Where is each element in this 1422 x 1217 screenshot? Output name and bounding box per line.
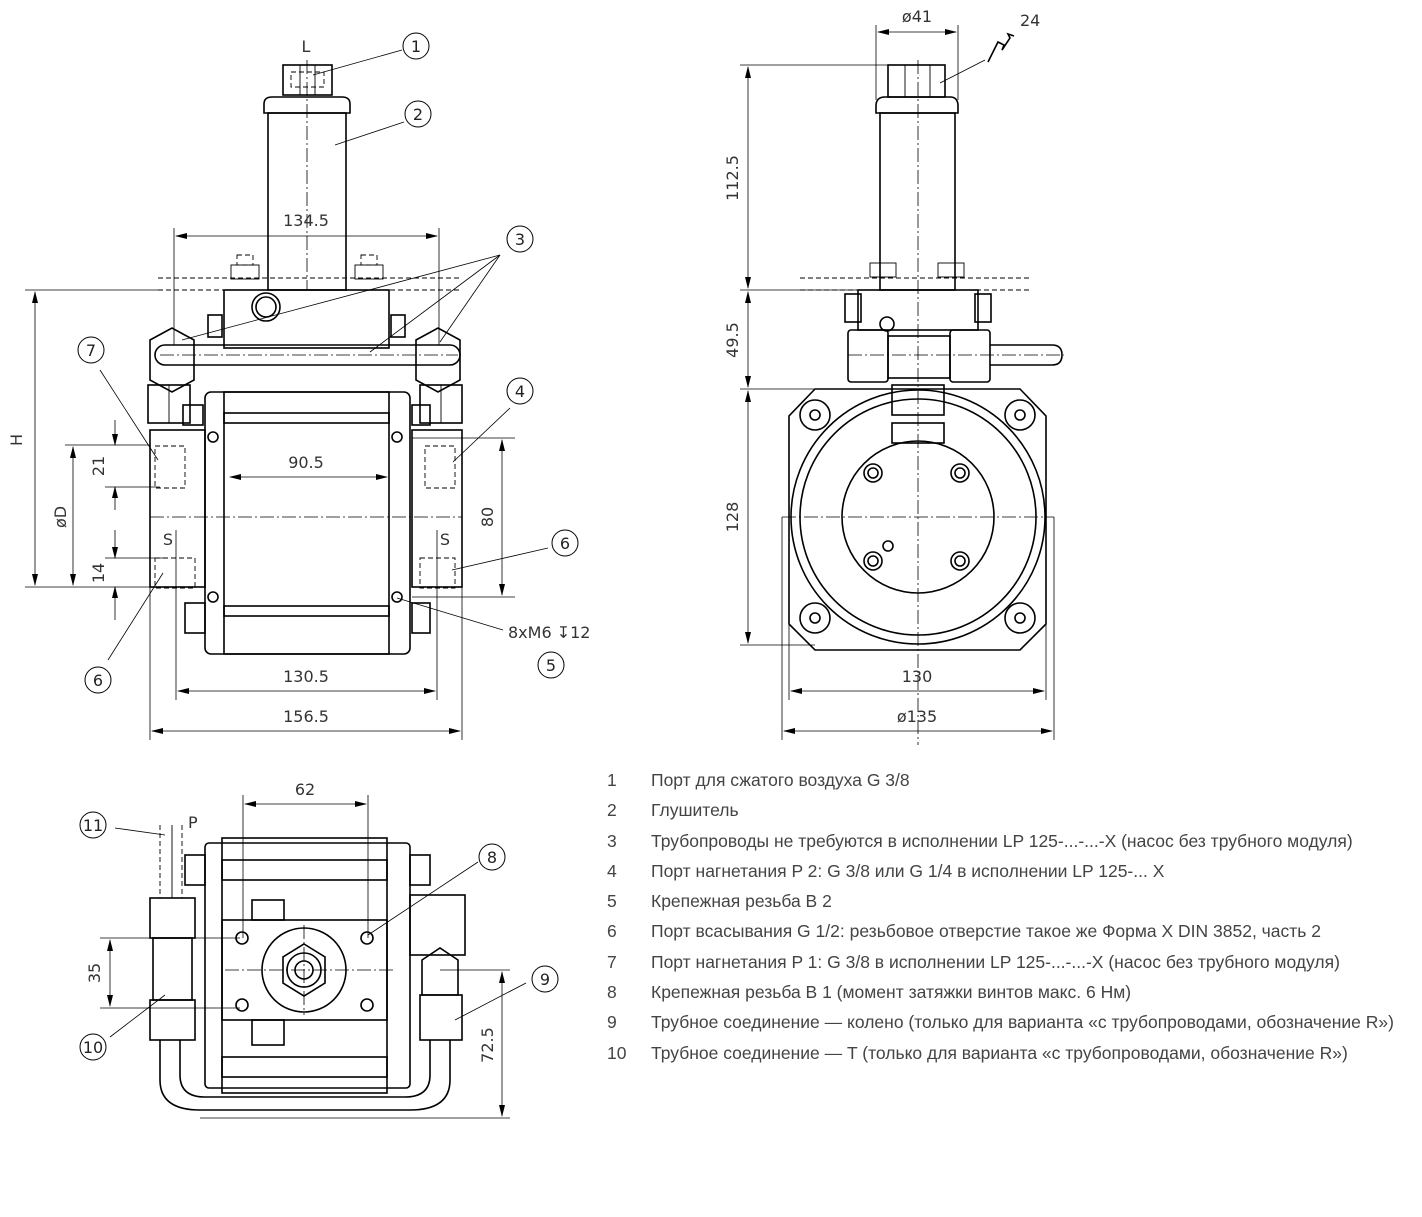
callout-bubble-6-right: 6 (551, 529, 579, 557)
side-view: ø41 24 112.5 49.5 128 130 ø135 (723, 7, 1064, 745)
callout-bubble-2: 2 (404, 100, 432, 128)
callout-bubble-1: 1 (402, 32, 430, 60)
dim-135: ø135 (897, 707, 937, 726)
front-view: 134.5 L H øD 21 14 90.5 80 S S 130.5 156… (7, 32, 590, 740)
dim-41: ø41 (902, 7, 932, 26)
svg-text:4: 4 (515, 382, 525, 401)
dim-130: 130 (902, 667, 933, 686)
legend-text: Порт нагнетания P 2: G 3/8 или G 1/4 в и… (651, 860, 1165, 881)
legend-text: Крепежная резьба B 2 (651, 891, 832, 912)
dim-128: 128 (723, 502, 742, 533)
legend-list: 1 Порт для сжатого воздуха G 3/8 2 Глушите… (607, 765, 1407, 1068)
svg-text:9: 9 (540, 970, 550, 989)
label-H: H (7, 434, 26, 446)
svg-text:8: 8 (487, 848, 497, 867)
dim-14: 14 (89, 563, 108, 583)
legend-text: Трубопроводы не требуются в исполнении L… (651, 830, 1353, 851)
svg-text:1: 1 (411, 37, 421, 56)
callout-bubble-5: 5 (537, 651, 565, 679)
callout-bubble-10: 10 (79, 1033, 107, 1061)
svg-text:3: 3 (515, 230, 525, 249)
dim-156-5: 156.5 (283, 707, 329, 726)
legend-number: 10 (607, 1042, 627, 1063)
legend-number: 1 (607, 770, 617, 790)
legend-text: Порт всасывания G 1/2: резьбовое отверст… (651, 921, 1321, 942)
dim-112-5: 112.5 (723, 155, 742, 201)
dim-134-5: 134.5 (283, 211, 329, 230)
legend-number: 4 (607, 860, 617, 881)
callout-bubble-7: 7 (77, 336, 105, 364)
svg-text:10: 10 (83, 1038, 103, 1057)
legend-item: 7 Порт нагнетания P 1: G 3/8 в исполнении… (607, 947, 1407, 977)
svg-text:6: 6 (93, 671, 103, 690)
legend-text: Порт для сжатого воздуха G 3/8 (651, 770, 910, 790)
legend-item: 6 Порт всасывания G 1/2: резьбовое отверс… (607, 916, 1407, 946)
wrench-icon (987, 32, 1015, 63)
legend-number: 9 (607, 1012, 617, 1033)
dim-90-5: 90.5 (288, 453, 324, 472)
legend-item: 2 Глушитель (607, 795, 1407, 825)
legend-text: Глушитель (651, 800, 739, 821)
dim-80: 80 (478, 507, 497, 527)
wrench-size: 24 (1020, 11, 1040, 30)
svg-text:11: 11 (83, 816, 103, 835)
dim-72-5: 72.5 (478, 1027, 497, 1063)
legend-item: 4 Порт нагнетания P 2: G 3/8 или G 1/4 в … (607, 856, 1407, 886)
dim-35: 35 (85, 963, 104, 983)
legend-number: 3 (607, 830, 617, 851)
dim-62: 62 (295, 780, 315, 799)
label-D: øD (51, 506, 70, 528)
legend-item: 10 Трубное соединение — T (только для вар… (607, 1038, 1407, 1068)
svg-text:6: 6 (560, 534, 570, 553)
dim-130-5: 130.5 (283, 667, 329, 686)
legend-number: 8 (607, 982, 617, 1003)
svg-text:7: 7 (86, 341, 96, 360)
legend-item: 5 Крепежная резьба B 2 (607, 886, 1407, 916)
callout-bubble-3: 3 (506, 225, 534, 253)
legend-number: 2 (607, 800, 617, 821)
callout-bubble-9: 9 (531, 965, 559, 993)
legend-text: Порт нагнетания P 1: G 3/8 в исполнении … (651, 951, 1340, 972)
legend-number: 6 (607, 921, 617, 942)
legend-number: 7 (607, 951, 617, 972)
svg-text:5: 5 (546, 656, 556, 675)
label-S-left: S (163, 530, 173, 549)
legend-number: 5 (607, 891, 617, 912)
legend-item: 3 Трубопроводы не требуются в исполнении … (607, 826, 1407, 856)
legend-item: 8 Крепежная резьба B 1 (момент затяжки ви… (607, 977, 1407, 1007)
bottom-view-drawing: 62 35 72.5 P 8 9 10 11 (79, 780, 559, 1119)
technical-drawing: 134.5 L H øD 21 14 90.5 80 S S 130.5 156… (7, 7, 1064, 745)
legend-item: 1 Порт для сжатого воздуха G 3/8 (607, 765, 1407, 795)
dim-49-5: 49.5 (723, 322, 742, 358)
callout-bubble-4: 4 (506, 377, 534, 405)
label-S-right: S (440, 530, 450, 549)
svg-text:2: 2 (413, 105, 423, 124)
dim-21: 21 (89, 456, 108, 476)
callout-bubble-6-left: 6 (84, 666, 112, 694)
legend-text: Крепежная резьба B 1 (момент затяжки вин… (651, 982, 1132, 1003)
legend-text: Трубное соединение — T (только для вариа… (651, 1042, 1348, 1063)
callout-bubble-8: 8 (478, 843, 506, 871)
callout-bubble-11: 11 (79, 811, 107, 839)
thread-note: 8xM6 ↧12 (508, 623, 590, 642)
legend-text: Трубное соединение — колено (только для … (651, 1012, 1394, 1033)
legend-item: 9 Трубное соединение — колено (только для… (607, 1007, 1407, 1037)
bottom-view: 62 35 72.5 P 8 9 10 11 (79, 780, 559, 1119)
label-L: L (302, 37, 311, 56)
label-P: P (188, 813, 198, 832)
